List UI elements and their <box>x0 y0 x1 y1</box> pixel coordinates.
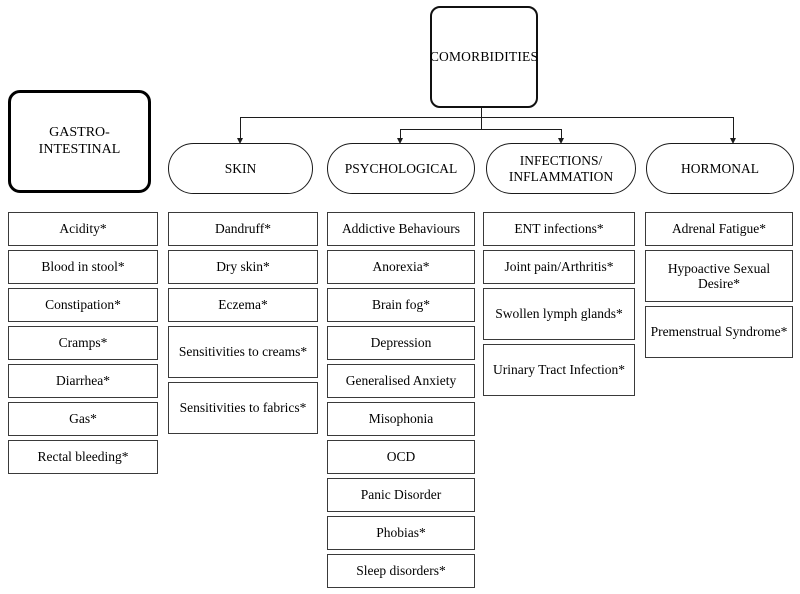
list-item: Gas* <box>8 402 158 436</box>
list-item: Constipation* <box>8 288 158 322</box>
category-skin: SKIN <box>168 143 313 194</box>
list-item: Diarrhea* <box>8 364 158 398</box>
list-item: Sleep disorders* <box>327 554 475 588</box>
list-item: Brain fog* <box>327 288 475 322</box>
list-item: Premenstrual Syndrome* <box>645 306 793 358</box>
category-label-gastro-intestinal: GASTRO-INTESTINAL <box>38 124 121 157</box>
connector-bus-inner <box>400 129 562 131</box>
list-item: Depression <box>327 326 475 360</box>
list-item-label: Dandruff* <box>215 221 271 237</box>
list-item: Joint pain/Arthritis* <box>483 250 635 284</box>
category-psychological: PSYCHOLOGICAL <box>327 143 475 194</box>
list-item: Swollen lymph glands* <box>483 288 635 340</box>
connector-root-stem <box>481 108 483 130</box>
list-item: Sensitivities to fabrics* <box>168 382 318 434</box>
list-item: ENT infections* <box>483 212 635 246</box>
list-item-label: Hypoactive Sexual Desire* <box>667 260 771 291</box>
list-item-label: Dry skin* <box>216 259 270 275</box>
list-item-label: Acidity* <box>59 221 107 237</box>
arrowhead-skin <box>237 138 243 144</box>
list-item: Anorexia* <box>327 250 475 284</box>
list-item-label: Anorexia* <box>372 259 430 275</box>
list-item-label: Brain fog* <box>371 297 431 313</box>
list-item-label: ENT infections* <box>514 221 604 237</box>
list-item-label: Rectal bleeding* <box>37 449 129 465</box>
list-item: Panic Disorder <box>327 478 475 512</box>
category-label-infections-inflammation: INFECTIONS/ INFLAMMATION <box>508 153 614 184</box>
list-item-label: Joint pain/Arthritis* <box>504 259 614 275</box>
list-item-label: Premenstrual Syndrome* <box>650 324 788 340</box>
connector-drop-hormonal <box>733 117 735 141</box>
list-item-label: Cramps* <box>58 335 108 351</box>
category-label-psychological: PSYCHOLOGICAL <box>344 160 458 176</box>
list-item-label: Sensitivities to fabrics* <box>179 400 307 416</box>
list-item: OCD <box>327 440 475 474</box>
list-item-label: Blood in stool* <box>41 259 125 275</box>
root-node-comorbidities: COMORBIDITIES <box>430 6 538 108</box>
connector-bus-outer <box>240 117 734 119</box>
list-item-label: Misophonia <box>368 411 434 427</box>
list-item-label: Addictive Behaviours <box>341 221 461 237</box>
list-item: Acidity* <box>8 212 158 246</box>
category-gastro-intestinal: GASTRO-INTESTINAL <box>8 90 151 193</box>
list-item: Dry skin* <box>168 250 318 284</box>
list-item-label: OCD <box>386 449 416 465</box>
arrowhead-psychological <box>397 138 403 144</box>
list-item: Cramps* <box>8 326 158 360</box>
list-item: Rectal bleeding* <box>8 440 158 474</box>
list-item: Adrenal Fatigue* <box>645 212 793 246</box>
connector-drop-skin <box>240 117 242 141</box>
category-infections-inflammation: INFECTIONS/ INFLAMMATION <box>486 143 636 194</box>
category-hormonal: HORMONAL <box>646 143 794 194</box>
list-item-label: Depression <box>370 335 432 351</box>
list-item-label: Constipation* <box>45 297 121 313</box>
root-node-label: COMORBIDITIES <box>429 49 539 64</box>
category-label-hormonal: HORMONAL <box>680 160 759 176</box>
arrowhead-hormonal <box>730 138 736 144</box>
list-item: Blood in stool* <box>8 250 158 284</box>
list-item: Misophonia <box>327 402 475 436</box>
connector-drop-infections <box>561 129 563 141</box>
list-item: Generalised Anxiety <box>327 364 475 398</box>
arrowhead-infections <box>558 138 564 144</box>
list-item-label: Swollen lymph glands* <box>495 306 623 322</box>
list-item-label: Sensitivities to creams* <box>178 344 308 360</box>
list-item: Urinary Tract Infection* <box>483 344 635 396</box>
list-item-label: Sleep disorders* <box>356 563 446 579</box>
list-item-label: Diarrhea* <box>56 373 110 389</box>
list-item: Sensitivities to creams* <box>168 326 318 378</box>
list-item: Hypoactive Sexual Desire* <box>645 250 793 302</box>
list-item: Eczema* <box>168 288 318 322</box>
list-item-label: Eczema* <box>218 297 268 313</box>
connector-drop-psychological <box>400 129 402 141</box>
list-item-label: Adrenal Fatigue* <box>671 221 767 237</box>
list-item-label: Panic Disorder <box>360 487 442 503</box>
list-item-label: Phobias* <box>376 525 426 541</box>
category-label-skin: SKIN <box>224 160 257 176</box>
list-item: Addictive Behaviours <box>327 212 475 246</box>
list-item: Phobias* <box>327 516 475 550</box>
list-item-label: Gas* <box>69 411 97 427</box>
list-item: Dandruff* <box>168 212 318 246</box>
list-item-label: Urinary Tract Infection* <box>493 362 625 378</box>
list-item-label: Generalised Anxiety <box>345 373 457 389</box>
